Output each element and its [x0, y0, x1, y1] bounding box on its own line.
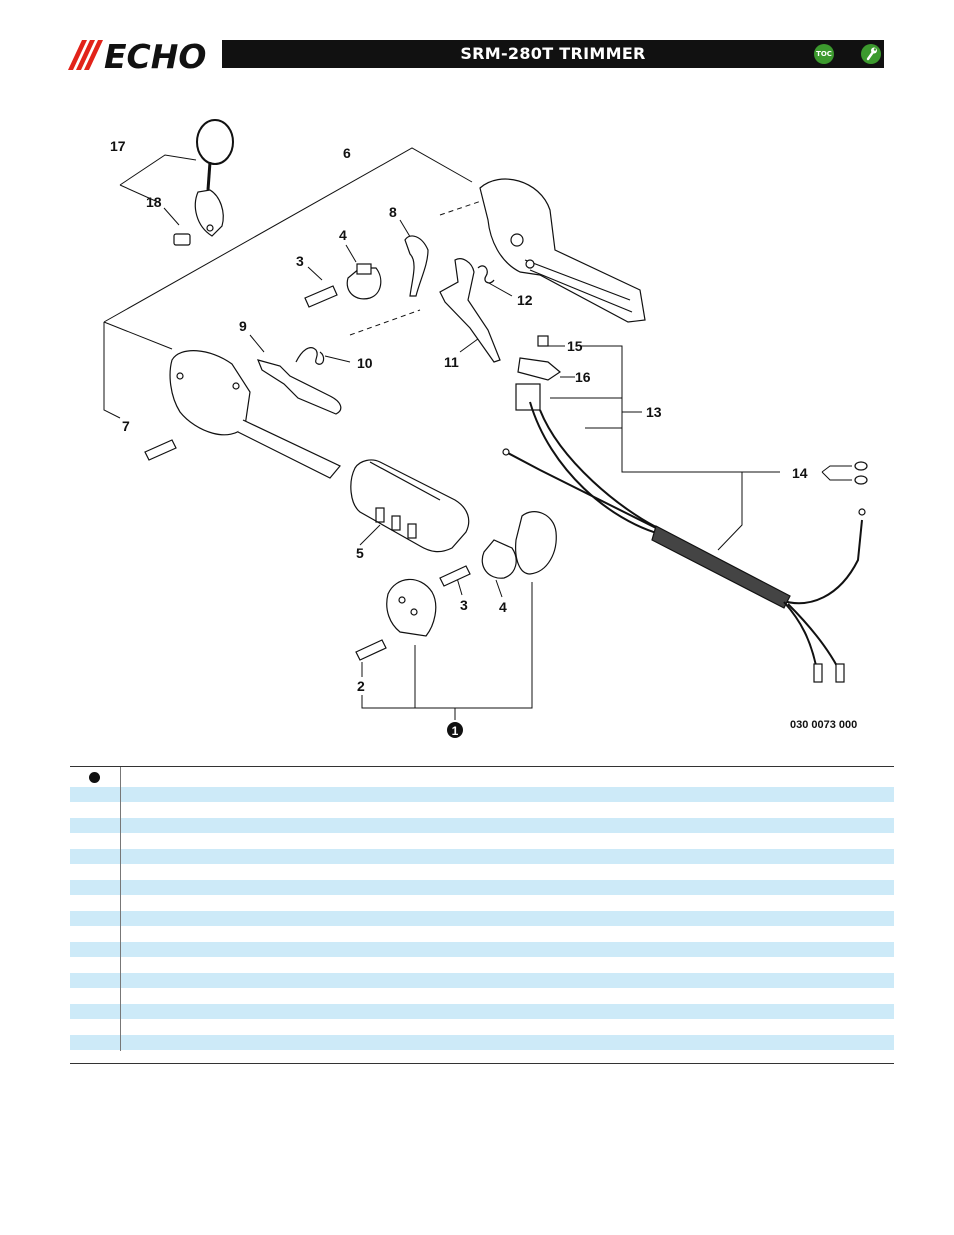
table-row — [70, 849, 894, 864]
housing-bolt — [144, 439, 177, 461]
page-title: SRM-280T TRIMMER — [460, 44, 646, 63]
callout-3: 3 — [296, 253, 304, 269]
assembly-dot-icon — [89, 772, 100, 783]
bolt-upper — [304, 285, 338, 308]
table-row — [70, 957, 894, 972]
hanger-ring — [196, 119, 234, 165]
table-row — [70, 833, 894, 848]
stop-switch — [515, 383, 541, 411]
callout-1: 1 — [452, 724, 459, 738]
nut-lower — [854, 475, 868, 485]
callout-4-lower: 4 — [499, 599, 507, 615]
table-row — [70, 1019, 894, 1034]
table-row — [70, 911, 894, 926]
title-bar: SRM-280T TRIMMER — [222, 40, 884, 68]
table-row — [70, 787, 894, 802]
callout-16: 16 — [575, 369, 591, 385]
table-row — [70, 926, 894, 941]
throttle-trigger — [439, 258, 501, 363]
hanger-clamp — [194, 189, 224, 237]
rear-handle-housing — [479, 178, 646, 323]
housing-lower-half — [515, 511, 557, 575]
callout-14: 14 — [792, 465, 808, 481]
trigger-lockout — [256, 359, 342, 415]
callout-18: 18 — [146, 194, 162, 210]
callout-1-badge — [447, 722, 463, 738]
table-row — [70, 802, 894, 817]
table-row — [70, 1035, 894, 1050]
clamp-upper — [346, 267, 382, 300]
wire-harness — [539, 409, 863, 605]
echo-logo: ECHO — [68, 38, 206, 72]
table-row — [70, 973, 894, 988]
callout-15: 15 — [567, 338, 583, 354]
hanger-chain — [206, 161, 212, 191]
callout-4: 4 — [339, 227, 347, 243]
table-row — [70, 1004, 894, 1019]
brand-text: ECHO — [104, 38, 206, 72]
wire-terminal-b — [835, 663, 845, 683]
switch-screw — [537, 335, 549, 347]
drawing-number: 030 0073 000 — [790, 719, 858, 731]
callout-6: 6 — [343, 145, 351, 161]
column-divider — [120, 767, 121, 1051]
cover-bolt — [355, 639, 387, 661]
callout-13: 13 — [646, 404, 662, 420]
wrench-icon[interactable] — [861, 44, 881, 64]
harness-sleeve — [651, 525, 791, 609]
callout-9: 9 — [239, 318, 247, 334]
nut-upper — [854, 461, 868, 471]
callout-2: 2 — [357, 678, 365, 694]
front-grip — [350, 459, 470, 553]
table-row — [70, 864, 894, 879]
wire-terminal-a — [813, 663, 823, 683]
front-cover — [386, 578, 437, 637]
callout-8: 8 — [389, 204, 397, 220]
exploded-parts-diagram: 17 18 6 8 4 3 12 9 10 11 7 15 16 13 14 5… — [103, 119, 868, 738]
table-row — [70, 880, 894, 895]
callout-12: 12 — [517, 292, 533, 308]
table-row — [70, 942, 894, 957]
parts-list-table — [70, 766, 894, 1064]
hanger-bolt — [173, 233, 191, 246]
callout-5: 5 — [356, 545, 364, 561]
bolt-lower — [439, 565, 471, 587]
callout-10: 10 — [357, 355, 373, 371]
callout-11: 11 — [444, 354, 459, 370]
callout-7: 7 — [122, 418, 130, 434]
table-row — [70, 818, 894, 833]
toc-icon[interactable]: TOC — [814, 44, 834, 64]
torsion-spring — [295, 347, 325, 365]
callout-3-lower: 3 — [460, 597, 468, 613]
switch-plate — [517, 357, 562, 381]
callout-17: 17 — [110, 138, 126, 154]
front-handle-housing — [169, 350, 251, 436]
table-row — [70, 988, 894, 1003]
clamp-lower — [481, 539, 517, 579]
stop-lever — [404, 235, 429, 297]
table-row — [70, 895, 894, 910]
spring-upper — [477, 265, 495, 284]
